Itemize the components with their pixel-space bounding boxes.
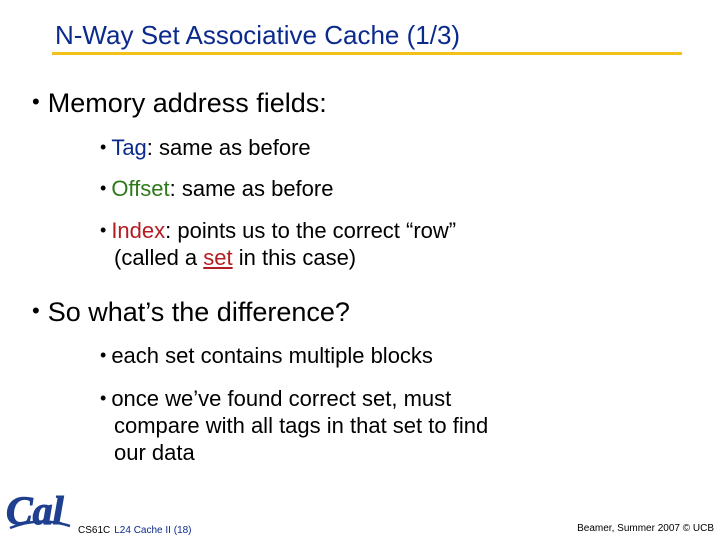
bullet-each-set: •each set contains multiple blocks	[100, 342, 433, 369]
keyword-tag: Tag	[111, 135, 147, 160]
bullet-dot: •	[32, 298, 40, 323]
bullet-index: •Index: points us to the correct “row” (…	[100, 217, 456, 271]
cal-logo: Cal	[6, 488, 71, 534]
bullet-text: So what’s the difference?	[47, 297, 350, 327]
bullet-difference: • So what’s the difference?	[32, 297, 350, 328]
bullet-text: : same as before	[169, 176, 334, 201]
bullet-text: Memory address fields:	[47, 88, 327, 118]
cont-text: (called a	[114, 245, 204, 270]
keyword-set: set	[203, 245, 233, 270]
bullet-text: each set contains multiple blocks	[111, 343, 433, 368]
bullet-continuation: compare with all tags in that set to fin…	[114, 413, 489, 438]
footer-course-code: CS61C	[78, 525, 111, 536]
title-underline	[52, 52, 682, 55]
bullet-dot: •	[32, 89, 40, 114]
footer-author: Beamer, Summer 2007 © UCB	[577, 523, 714, 534]
bullet-dot: •	[100, 178, 107, 198]
bullet-once-found: •once we’ve found correct set, must comp…	[100, 385, 488, 466]
bullet-dot: •	[100, 220, 107, 240]
bullet-continuation: our data	[114, 440, 195, 465]
bullet-memory-address-fields: • Memory address fields:	[32, 88, 327, 119]
bullet-dot: •	[100, 137, 107, 157]
footer-lecture: L24 Cache II (18)	[114, 525, 192, 536]
bullet-dot: •	[100, 345, 107, 365]
bullet-text: : same as before	[146, 135, 311, 160]
cont-text: in this case)	[232, 245, 357, 270]
bullet-text: once we’ve found correct set, must	[111, 386, 452, 411]
bullet-tag: •Tag: same as before	[100, 134, 311, 161]
keyword-index: Index	[111, 218, 166, 243]
bullet-continuation: (called a set in this case)	[100, 244, 456, 271]
keyword-offset: Offset	[111, 176, 170, 201]
bullet-offset: •Offset: same as before	[100, 175, 333, 202]
bullet-text: : points us to the correct “row”	[165, 218, 457, 243]
bullet-dot: •	[100, 388, 107, 408]
slide-title: N-Way Set Associative Cache (1/3)	[55, 20, 461, 50]
